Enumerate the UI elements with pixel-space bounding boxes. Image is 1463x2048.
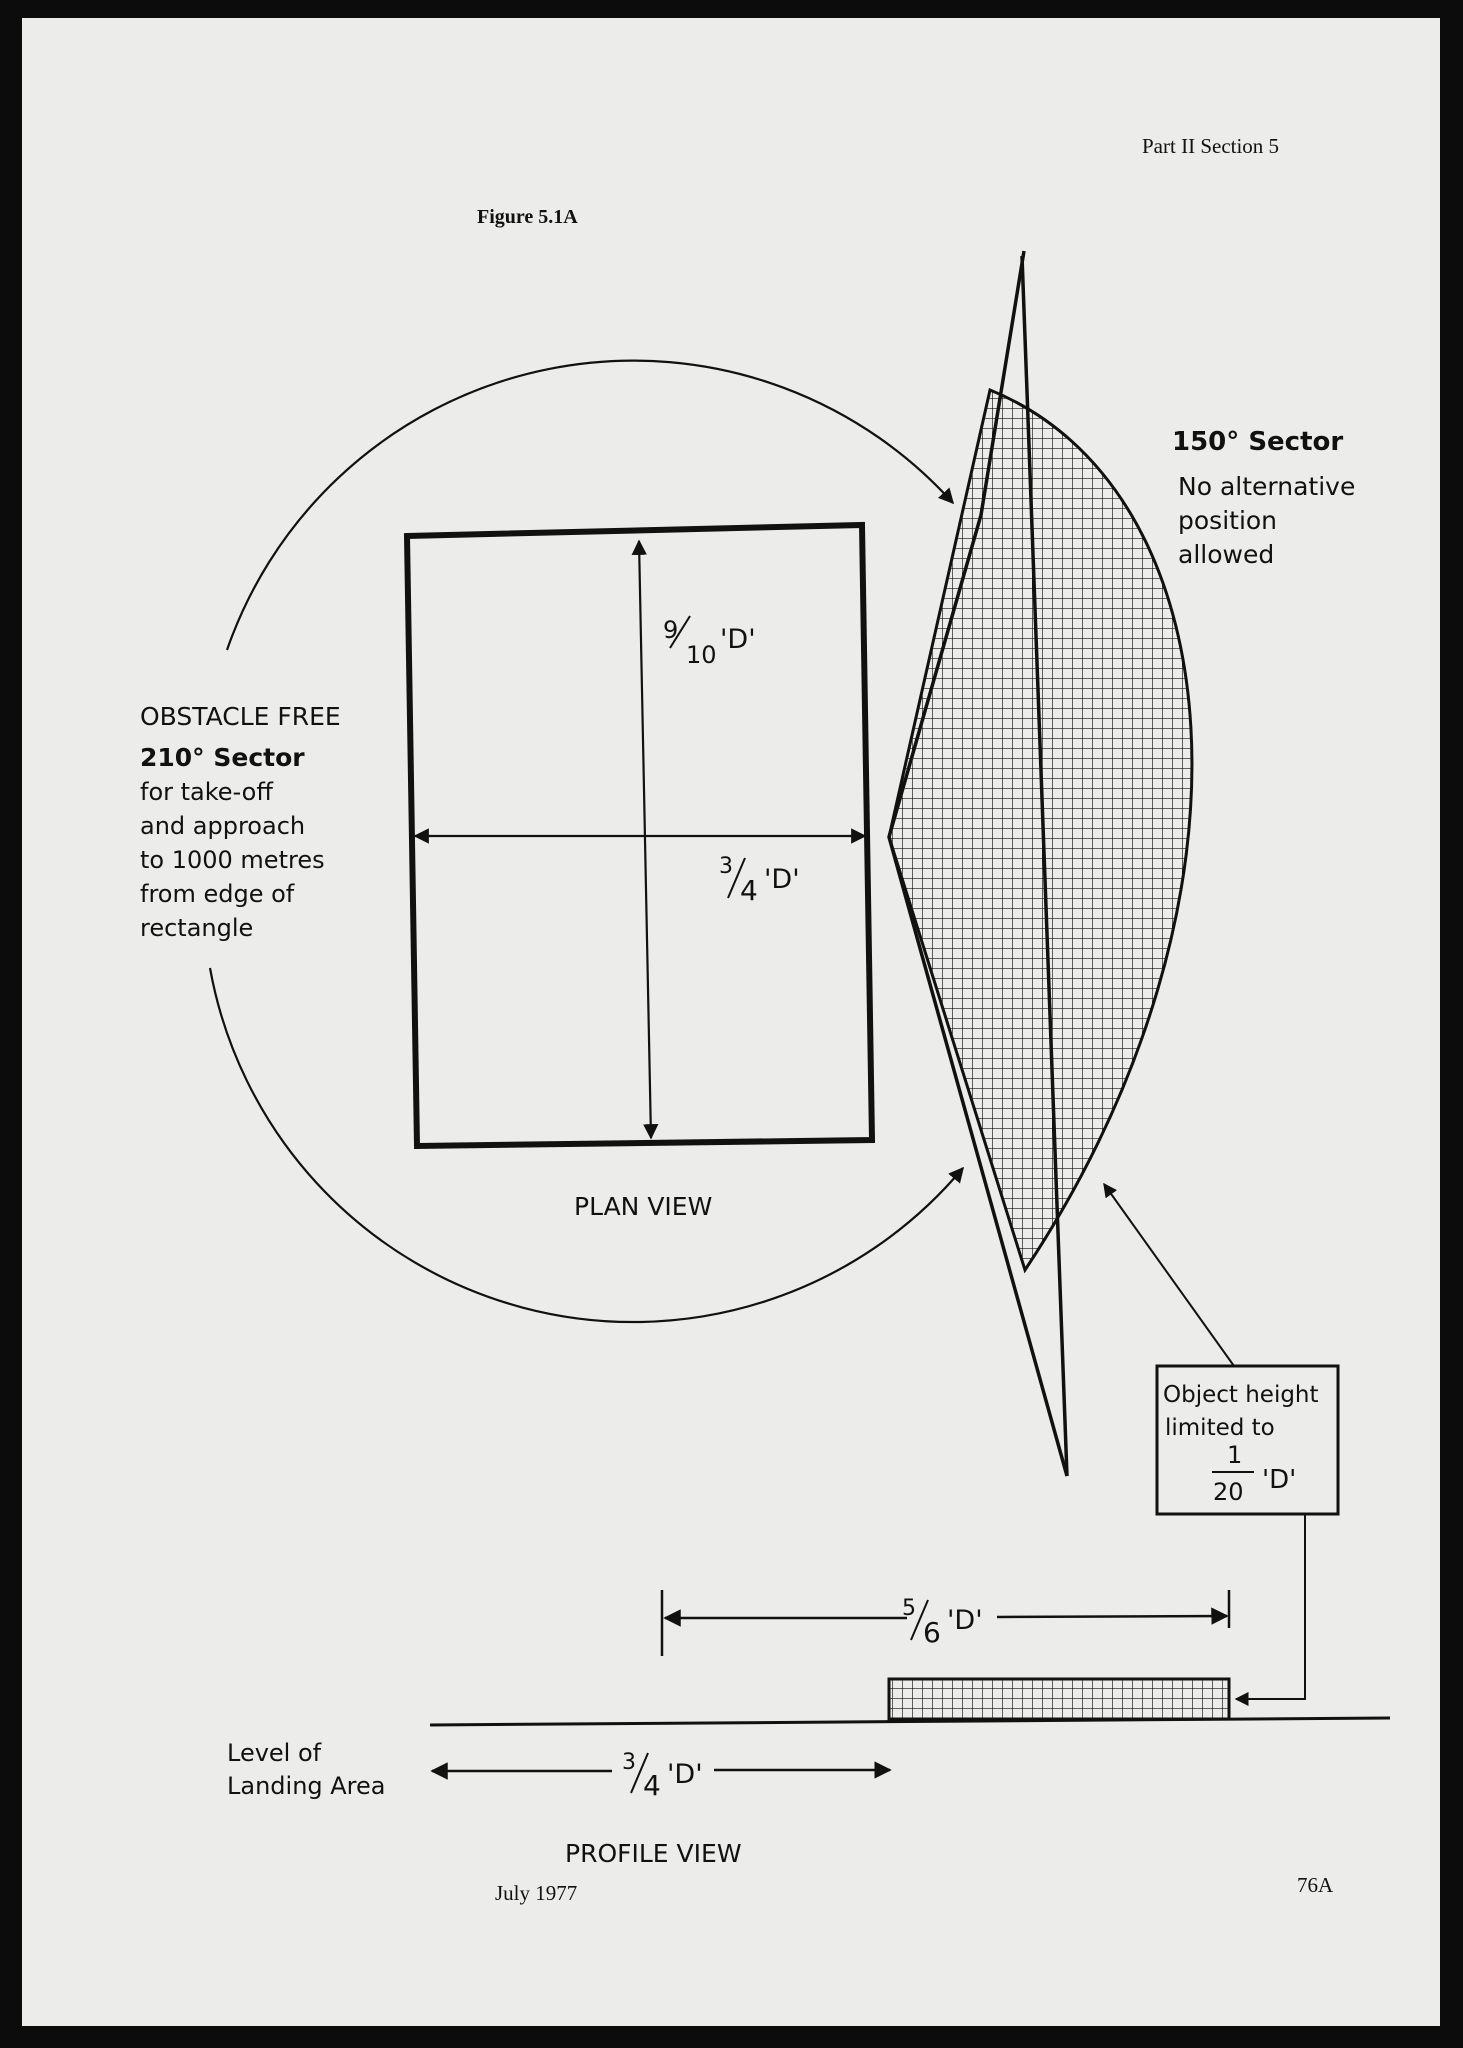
sector-150-label: 150° Sector No alternative position allo… [1172, 427, 1355, 569]
obstacle-free-arc-upper [225, 359, 955, 651]
svg-text:3: 3 [622, 1750, 636, 1775]
svg-text:Landing Area: Landing Area [227, 1772, 386, 1800]
svg-text:9: 9 [663, 616, 678, 644]
svg-text:'D': 'D' [1262, 1465, 1296, 1495]
dim-3-4-d-plan: 3 4 'D' [719, 854, 800, 907]
document-page: Part II Section 5 Figure 5.1A 9 10 'D' 3… [22, 18, 1440, 2026]
svg-text:Level of: Level of [227, 1739, 322, 1767]
object-height-box [1155, 1364, 1340, 1516]
svg-text:'D': 'D' [764, 864, 800, 895]
svg-text:1: 1 [1227, 1441, 1242, 1469]
svg-text:No alternative: No alternative [1178, 472, 1355, 501]
profile-view-caption: PROFILE VIEW [565, 1839, 742, 1868]
svg-text:'D': 'D' [667, 1759, 703, 1790]
object-leader-line [1103, 1182, 1240, 1374]
section-header: Part II Section 5 [1142, 134, 1279, 158]
level-label: Level of Landing Area [227, 1739, 386, 1800]
vertical-dimension-line [631, 539, 659, 1140]
svg-text:limited to: limited to [1165, 1415, 1275, 1441]
svg-text:3: 3 [719, 854, 733, 879]
svg-text:to 1000 metres: to 1000 metres [140, 846, 325, 874]
svg-text:and approach: and approach [140, 812, 305, 840]
svg-text:'D': 'D' [720, 624, 756, 655]
sector-boundary-line [1020, 255, 1069, 1477]
svg-text:for take-off: for take-off [140, 778, 273, 806]
sector-boundary-polyline [887, 250, 1069, 1477]
figure-title: Figure 5.1A [477, 206, 578, 228]
svg-text:10: 10 [686, 641, 717, 669]
dim-9-10-d: 9 10 'D' [663, 615, 756, 669]
svg-text:5: 5 [902, 1596, 916, 1621]
svg-text:4: 4 [643, 1769, 661, 1802]
svg-text:4: 4 [740, 874, 758, 907]
sector-150-hatched-area [887, 387, 1194, 1274]
object-height-text: Object height limited to 1 20 'D' [1163, 1382, 1319, 1506]
svg-text:OBSTACLE FREE: OBSTACLE FREE [140, 702, 341, 731]
obstacle-free-label: OBSTACLE FREE 210° Sector for take-off a… [140, 702, 341, 942]
svg-text:Object height: Object height [1163, 1382, 1319, 1408]
svg-text:rectangle: rectangle [140, 914, 253, 942]
profile-leader-line [1234, 1514, 1306, 1706]
svg-text:allowed: allowed [1178, 540, 1274, 569]
svg-text:position: position [1178, 506, 1277, 535]
svg-text:'D': 'D' [947, 1605, 983, 1636]
page-number: 76A [1297, 1873, 1334, 1897]
dim-5-6-line-right [996, 1607, 1229, 1625]
plan-view-caption: PLAN VIEW [574, 1192, 712, 1221]
svg-text:20: 20 [1213, 1478, 1244, 1506]
plan-rectangle [403, 521, 876, 1150]
footer-date: July 1977 [495, 1881, 577, 1905]
profile-object-block [887, 1677, 1231, 1721]
svg-text:210° Sector: 210° Sector [140, 743, 305, 772]
svg-text:150° Sector: 150° Sector [1172, 427, 1343, 457]
dim-5-6-d: 5 6 'D' [902, 1596, 983, 1649]
figure-diagram: Part II Section 5 Figure 5.1A 9 10 'D' 3… [140, 134, 1391, 1905]
obstacle-free-arc-lower [208, 967, 964, 1324]
svg-text:from edge of: from edge of [140, 880, 295, 908]
svg-text:6: 6 [923, 1616, 941, 1649]
landing-area-level-line [429, 1716, 1391, 1727]
dim-3-4-d-profile: 3 4 'D' [622, 1750, 703, 1802]
